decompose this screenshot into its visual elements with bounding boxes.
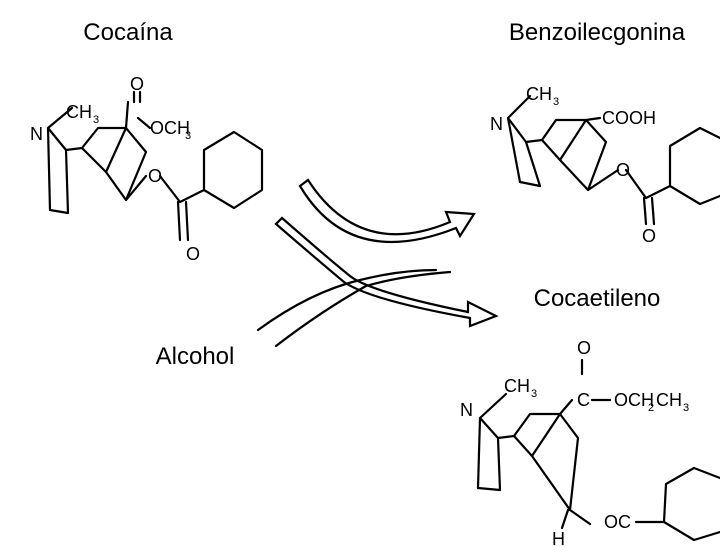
- cocaethylene-benzoyl-bonds: [560, 508, 666, 530]
- cocaine-ring: [202, 130, 264, 210]
- benzoylecgonine-carbonyl-o: O: [642, 226, 656, 246]
- cocaethylene-ch3-end: CH: [656, 390, 682, 410]
- cocaethylene-ch3-sub: 3: [531, 388, 537, 400]
- cocaine-carbonyl-o: O: [130, 74, 144, 94]
- cocaethylene-bonds: [476, 392, 580, 512]
- benzoylecgonine-cooh: COOH: [602, 108, 656, 128]
- alcohol-curve-upper: [256, 268, 438, 332]
- benzoylecgonine-bonds: [506, 94, 620, 192]
- cocaine-carbonyl-double: [132, 90, 142, 104]
- cocaine-ester-bond: [136, 116, 152, 130]
- cocaine-benzoyl-bonds: [158, 174, 206, 242]
- benzoylecgonine-n: N: [490, 114, 503, 134]
- cocaethylene-och2: OCH: [614, 390, 654, 410]
- cocaethylene-structure: N CH 3 O C OCH 2 CH 3 OC H: [460, 338, 720, 547]
- arrow-to-cocaethylene: [274, 216, 499, 328]
- cocaethylene-title: Cocaetileno: [534, 285, 661, 312]
- cocaine-och3-sub: 3: [185, 130, 191, 142]
- cocaine-ester-o: O: [148, 166, 162, 186]
- cocaine-ester-carbonyl-o: O: [186, 244, 200, 264]
- reaction-arrows: [256, 178, 499, 348]
- benzoylecgonine-structure: N CH 3 COOH O O: [490, 84, 720, 246]
- cocaethylene-n: N: [460, 400, 473, 420]
- benzoylecgonine-ring: [668, 126, 720, 206]
- cocaine-structure: N CH 3 O OCH 3 O O: [30, 74, 264, 264]
- cocaethylene-ch3: CH: [504, 376, 530, 396]
- cocaine-ch3-sub: 3: [93, 114, 99, 126]
- benzoylecgonine-benzoyl-bonds: [624, 168, 672, 226]
- alcohol-curve-lower: [274, 270, 452, 348]
- cocaethylene-ester-bonds: [580, 358, 612, 402]
- cocaine-bonds: [46, 100, 148, 215]
- cocaethylene-oc: OC: [604, 512, 631, 532]
- cocaethylene-ch3-end-sub: 3: [683, 402, 689, 414]
- cocaethylene-ring: [662, 466, 720, 542]
- benzoylecgonine-ch3-sub: 3: [553, 96, 559, 108]
- cocaine-n: N: [30, 124, 43, 144]
- cocaine-title: Cocaína: [83, 19, 173, 46]
- cocaethylene-c: C: [577, 390, 590, 410]
- benzoylecgonine-title: Benzoilecgonina: [509, 19, 686, 46]
- cocaethylene-och2-sub: 2: [648, 402, 654, 414]
- alcohol-label: Alcohol: [156, 343, 235, 370]
- arrow-to-benzoylecgonine: [298, 178, 476, 244]
- cocaine-och3: OCH: [150, 118, 190, 138]
- benzoylecgonine-ch3: CH: [526, 84, 552, 104]
- cocaine-ch3: CH: [66, 102, 92, 122]
- cocaethylene-top-o: O: [577, 338, 591, 358]
- benzoylecgonine-ester-o: O: [616, 160, 630, 180]
- cocaethylene-h: H: [552, 529, 565, 547]
